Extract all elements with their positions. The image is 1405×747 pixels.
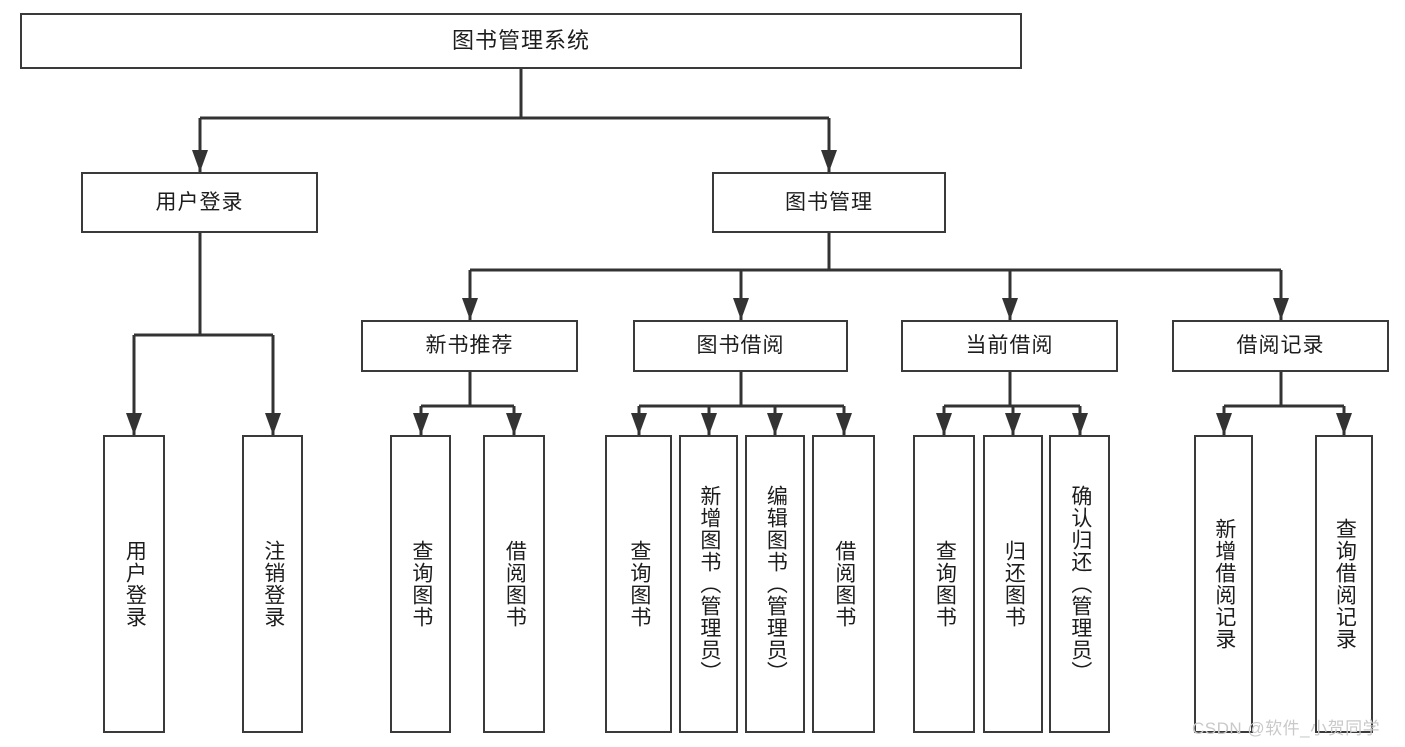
node-leaf-return-book[interactable]: 归还图书: [983, 435, 1043, 733]
arrowhead-icon: [462, 298, 478, 320]
node-leaf-borrow-book-1[interactable]: 借阅图书: [483, 435, 545, 733]
arrowhead-icon: [506, 413, 522, 435]
node-borrow-record[interactable]: 借阅记录: [1172, 320, 1389, 372]
node-label: 归还图书: [1002, 540, 1026, 628]
node-new-book-rec[interactable]: 新书推荐: [361, 320, 578, 372]
node-leaf-query-record[interactable]: 查询借阅记录: [1315, 435, 1373, 733]
arrowhead-icon: [1002, 298, 1018, 320]
arrowhead-icon: [1072, 413, 1088, 435]
arrowhead-icon: [701, 413, 717, 435]
node-leaf-query-book-2[interactable]: 查询图书: [605, 435, 672, 733]
node-book-manage[interactable]: 图书管理: [712, 172, 946, 233]
arrowhead-icon: [836, 413, 852, 435]
node-label: 当前借阅: [965, 334, 1054, 358]
node-label: 新书推荐: [425, 334, 514, 358]
node-label: 查询借阅记录: [1333, 518, 1357, 650]
node-leaf-add-record[interactable]: 新增借阅记录: [1194, 435, 1253, 733]
arrowhead-icon: [1336, 413, 1352, 435]
node-leaf-confirm-return[interactable]: 确认归还（管理员）: [1049, 435, 1110, 733]
node-leaf-user-login[interactable]: 用户登录: [103, 435, 165, 733]
node-label: 查询图书: [933, 540, 957, 628]
node-leaf-borrow-book-2[interactable]: 借阅图书: [812, 435, 875, 733]
arrowhead-icon: [126, 413, 142, 435]
node-label: 借阅图书: [832, 540, 856, 628]
arrowhead-icon: [1005, 413, 1021, 435]
arrowhead-icon: [936, 413, 952, 435]
node-leaf-logout[interactable]: 注销登录: [242, 435, 303, 733]
node-label: 查询图书: [627, 540, 651, 628]
node-label: 借阅记录: [1236, 334, 1325, 358]
node-label: 用户登录: [123, 540, 147, 628]
node-label: 用户登录: [155, 190, 244, 214]
arrowhead-icon: [821, 150, 837, 172]
node-leaf-edit-book[interactable]: 编辑图书（管理员）: [745, 435, 805, 733]
node-leaf-add-book[interactable]: 新增图书（管理员）: [679, 435, 738, 733]
node-label: 图书借阅: [696, 334, 785, 358]
node-label: 注销登录: [261, 540, 285, 628]
node-label: 编辑图书（管理员）: [764, 485, 788, 683]
node-leaf-query-book-3[interactable]: 查询图书: [913, 435, 975, 733]
node-current-borrow[interactable]: 当前借阅: [901, 320, 1118, 372]
node-label: 图书管理系统: [451, 27, 590, 53]
node-book-borrow[interactable]: 图书借阅: [633, 320, 848, 372]
arrowhead-icon: [631, 413, 647, 435]
node-label: 新增借阅记录: [1212, 518, 1236, 650]
arrowhead-icon: [733, 298, 749, 320]
arrowhead-icon: [413, 413, 429, 435]
arrowhead-icon: [192, 150, 208, 172]
node-leaf-query-book-1[interactable]: 查询图书: [390, 435, 451, 733]
arrowhead-icon: [1273, 298, 1289, 320]
node-label: 借阅图书: [503, 540, 527, 628]
node-label: 新增图书（管理员）: [697, 485, 721, 683]
arrowhead-icon: [767, 413, 783, 435]
node-label: 确认归还（管理员）: [1068, 485, 1092, 683]
arrowhead-icon: [1216, 413, 1232, 435]
node-label: 图书管理: [785, 190, 873, 214]
arrowhead-icon: [265, 413, 281, 435]
node-label: 查询图书: [409, 540, 433, 628]
node-user-login[interactable]: 用户登录: [81, 172, 318, 233]
csdn-watermark: CSDN @软件_小贺同学: [1192, 719, 1381, 738]
node-root[interactable]: 图书管理系统: [20, 13, 1022, 69]
